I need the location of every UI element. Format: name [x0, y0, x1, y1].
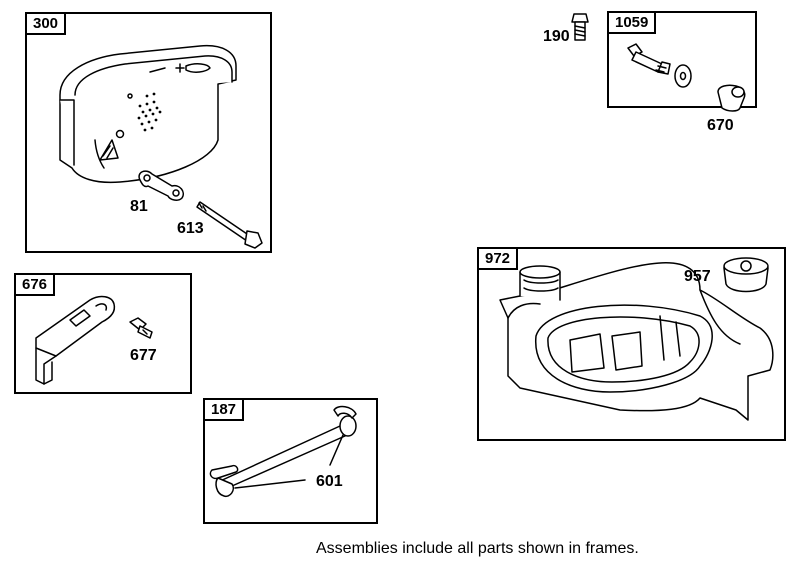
muffler-drawing: [59, 44, 237, 184]
fuel-tank-drawing: [499, 262, 774, 421]
assembly-label-676: 676: [14, 273, 56, 296]
shoulder-screw-drawing: [627, 43, 671, 75]
part-number-957: 957: [684, 268, 711, 285]
deflector-drawing: [35, 295, 116, 385]
assembly-label-300: 300: [25, 12, 67, 35]
part-number-81: 81: [130, 198, 148, 215]
long-bolt-drawing: [196, 201, 263, 249]
part-number-190: 190: [543, 28, 570, 45]
fuel-cap-drawing: [723, 257, 769, 293]
washer-drawing: [674, 64, 692, 88]
part-number-677: 677: [130, 347, 157, 364]
assembly-label-972: 972: [477, 247, 519, 270]
screw-190-drawing: [571, 13, 589, 41]
part-number-613: 613: [177, 220, 204, 237]
part-number-670: 670: [707, 117, 734, 134]
spacer-drawing: [717, 84, 746, 112]
fuel-line-drawing: [209, 405, 357, 498]
part-number-601: 601: [316, 473, 343, 490]
assembly-label-1059: 1059: [607, 11, 657, 34]
assemblies-footnote: Assemblies include all parts shown in fr…: [316, 540, 639, 557]
leader-lines: [234, 434, 344, 489]
assembly-label-187: 187: [203, 398, 245, 421]
lock-plate-drawing: [138, 170, 184, 201]
screw-677-drawing: [129, 317, 153, 339]
